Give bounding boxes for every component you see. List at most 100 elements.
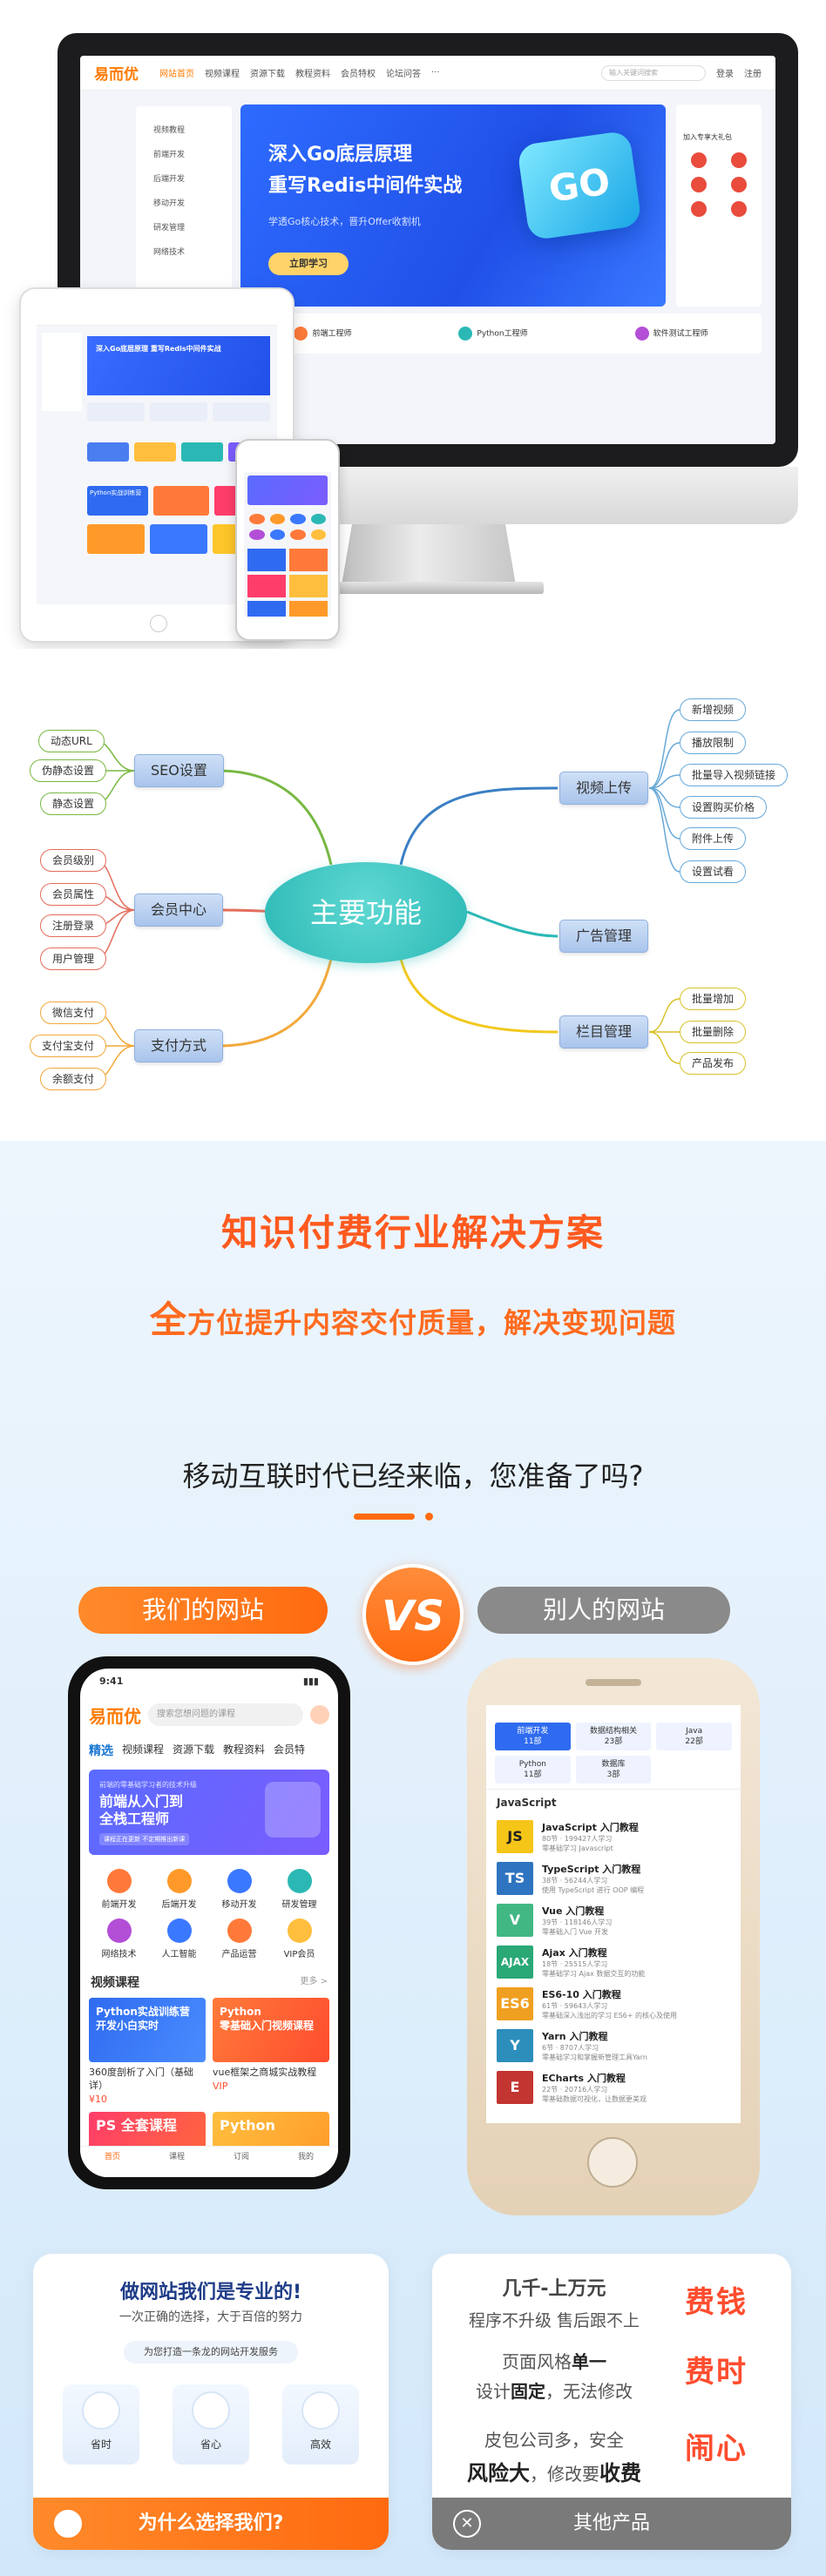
career-card[interactable]: 软件测试工程师 bbox=[634, 327, 708, 341]
user-avatar-icon[interactable] bbox=[310, 1705, 329, 1724]
career-card[interactable]: Python工程师 bbox=[458, 327, 528, 341]
heart-icon bbox=[192, 2391, 230, 2430]
gift-icon[interactable] bbox=[691, 152, 707, 168]
banner-note: 课程正在更新 不定期推出新课 bbox=[99, 1833, 190, 1845]
nav-home[interactable]: 网站首页 bbox=[159, 70, 194, 79]
register-link[interactable]: 注册 bbox=[744, 70, 762, 79]
bottom-nav-mine[interactable]: 我的 bbox=[297, 2153, 314, 2161]
mobile-banner[interactable]: 前端的零基础学习者的技术升级 前端从入门到 全栈工程师 课程正在更新 不定期推出… bbox=[89, 1770, 329, 1855]
more-link[interactable]: 更多 > bbox=[300, 1977, 328, 1986]
cat-frontend[interactable]: 前端开发 bbox=[89, 1869, 149, 1910]
career-cards: 前端工程师 Python工程师 软件测试工程师 bbox=[240, 314, 762, 354]
branch-payment: 支付方式 bbox=[134, 1029, 224, 1062]
course-card[interactable]: Python实战训练营 开发小白实时 360度剖析了入门（基础详） ¥10 bbox=[89, 1998, 206, 2105]
gift-icon[interactable] bbox=[731, 177, 747, 192]
gift-icon[interactable] bbox=[691, 201, 707, 217]
echarts-icon: E bbox=[497, 2071, 533, 2104]
bottom-nav-home[interactable]: 首页 bbox=[104, 2153, 120, 2161]
banner-subtitle: 学透Go核心技术，晋升Offer收割机 bbox=[268, 216, 421, 227]
leaf-alipay: 支付宝支付 bbox=[30, 1035, 107, 1057]
tab-download[interactable]: 资源下载 bbox=[173, 1743, 215, 1756]
status-time: 9:41 bbox=[99, 1676, 124, 1687]
login-link[interactable]: 登录 bbox=[716, 70, 734, 79]
course-price: ¥10 bbox=[89, 2094, 107, 2105]
nav-download[interactable]: 资源下载 bbox=[250, 70, 285, 79]
tab-tutorials[interactable]: 教程资料 bbox=[223, 1743, 266, 1756]
leaf-balance-pay: 余额支付 bbox=[40, 1068, 107, 1090]
tab-member[interactable]: 会员特 bbox=[274, 1743, 306, 1756]
cat-rnd[interactable]: 研发管理 bbox=[269, 1869, 329, 1910]
course-title: 360度剖析了入门（基础详） bbox=[89, 2067, 193, 2091]
site-search-input[interactable]: 输入关键词搜索 bbox=[601, 64, 706, 81]
sidebar-item[interactable]: 视频教程 bbox=[153, 126, 186, 135]
site-logo[interactable]: 易而优 bbox=[94, 66, 139, 83]
why-choose-us-button[interactable]: 为什么选择我们? bbox=[33, 2498, 389, 2550]
solution-subtitle: 全方位提升内容交付质量，解决变现问题 bbox=[149, 1298, 677, 1341]
gift-icon[interactable] bbox=[691, 177, 707, 192]
mobile-logo[interactable]: 易而优 bbox=[89, 1707, 141, 1727]
cat-mobile[interactable]: 移动开发 bbox=[209, 1869, 269, 1910]
nav-video[interactable]: 视频课程 bbox=[205, 70, 240, 79]
cat-network[interactable]: 网络技术 bbox=[89, 1919, 149, 1959]
nav-more[interactable]: ··· bbox=[431, 68, 440, 78]
cat-product[interactable]: 产品运营 bbox=[209, 1919, 269, 1959]
es6-icon: ES6 bbox=[497, 1987, 533, 2020]
gift-icon[interactable] bbox=[731, 152, 747, 168]
bottom-nav-subscribe[interactable]: 订阅 bbox=[233, 2153, 249, 2161]
sidebar-item[interactable]: 研发管理 bbox=[153, 224, 186, 233]
cat-ai[interactable]: 人工智能 bbox=[149, 1919, 209, 1959]
mobile-bottom-nav: 首页 课程 订阅 我的 bbox=[80, 2146, 338, 2177]
devices-showcase: 易而优 网站首页 视频课程 资源下载 教程资料 会员特权 论坛问答 ··· 输入… bbox=[0, 0, 826, 649]
status-bar: 9:41 ▮▮▮ bbox=[80, 1669, 338, 1691]
tablet-banner[interactable]: 深入Go底层原理 重写Redis中间件实战 bbox=[87, 336, 270, 395]
course-price: VIP bbox=[213, 2080, 228, 2092]
nav-tutorials[interactable]: 教程资料 bbox=[295, 70, 330, 79]
bottom-nav-courses[interactable]: 课程 bbox=[168, 2153, 185, 2161]
career-card[interactable]: 前端工程师 bbox=[294, 327, 351, 341]
course-card[interactable]: Python 零基础入门视频课程 vue框架之商城实战教程 VIP bbox=[213, 1998, 329, 2105]
mobile-header: 易而优 搜索您想问题的课程 bbox=[80, 1691, 338, 1738]
leaf-register-login: 注册登录 bbox=[40, 914, 107, 937]
tab-video[interactable]: 视频课程 bbox=[122, 1743, 165, 1756]
nav-forum[interactable]: 论坛问答 bbox=[386, 70, 421, 79]
divider-dot bbox=[425, 1513, 433, 1521]
other-products-bar: ✕ 其他产品 bbox=[432, 2498, 791, 2550]
banner-learn-button[interactable]: 立即学习 bbox=[268, 253, 349, 275]
hero-banner[interactable]: 深入Go底层原理重写Redis中间件实战 学透Go核心技术，晋升Offer收割机… bbox=[240, 105, 666, 307]
our-phone-screen: 9:41 ▮▮▮ 易而优 搜索您想问题的课程 精选 视频课程 资源下载 教程资料… bbox=[80, 1669, 338, 2177]
sidebar-item[interactable]: 网络技术 bbox=[153, 248, 186, 257]
leaf-wechat-pay: 微信支付 bbox=[40, 1001, 107, 1024]
nav-vip[interactable]: 会员特权 bbox=[341, 70, 376, 79]
feature-efficient: 高效 bbox=[282, 2384, 359, 2465]
leaf-play-limit: 播放限制 bbox=[680, 732, 747, 754]
leaf-batch-add: 批量增加 bbox=[680, 988, 747, 1010]
branch-column-management: 栏目管理 bbox=[559, 1015, 649, 1049]
banner-small-text: 前端的零基础学习者的技术升级 bbox=[99, 1781, 197, 1789]
tab-featured[interactable]: 精选 bbox=[89, 1744, 113, 1758]
costly-label: 费钱 bbox=[685, 2285, 748, 2320]
cat-vip[interactable]: VIP会员 bbox=[269, 1919, 329, 1959]
gift-icon[interactable] bbox=[731, 201, 747, 217]
cat-backend[interactable]: 后端开发 bbox=[149, 1869, 209, 1910]
leaf-set-price: 设置购买价格 bbox=[680, 796, 768, 819]
sidebar-item[interactable]: 前端开发 bbox=[153, 151, 186, 159]
leaf-user-manage: 用户管理 bbox=[40, 947, 107, 970]
sidebar-item[interactable]: 后端开发 bbox=[153, 175, 186, 184]
branch-ad-management: 广告管理 bbox=[559, 920, 649, 953]
sidebar-item[interactable]: 移动开发 bbox=[153, 199, 186, 208]
mobile-search-input[interactable]: 搜索您想问题的课程 bbox=[148, 1703, 303, 1726]
